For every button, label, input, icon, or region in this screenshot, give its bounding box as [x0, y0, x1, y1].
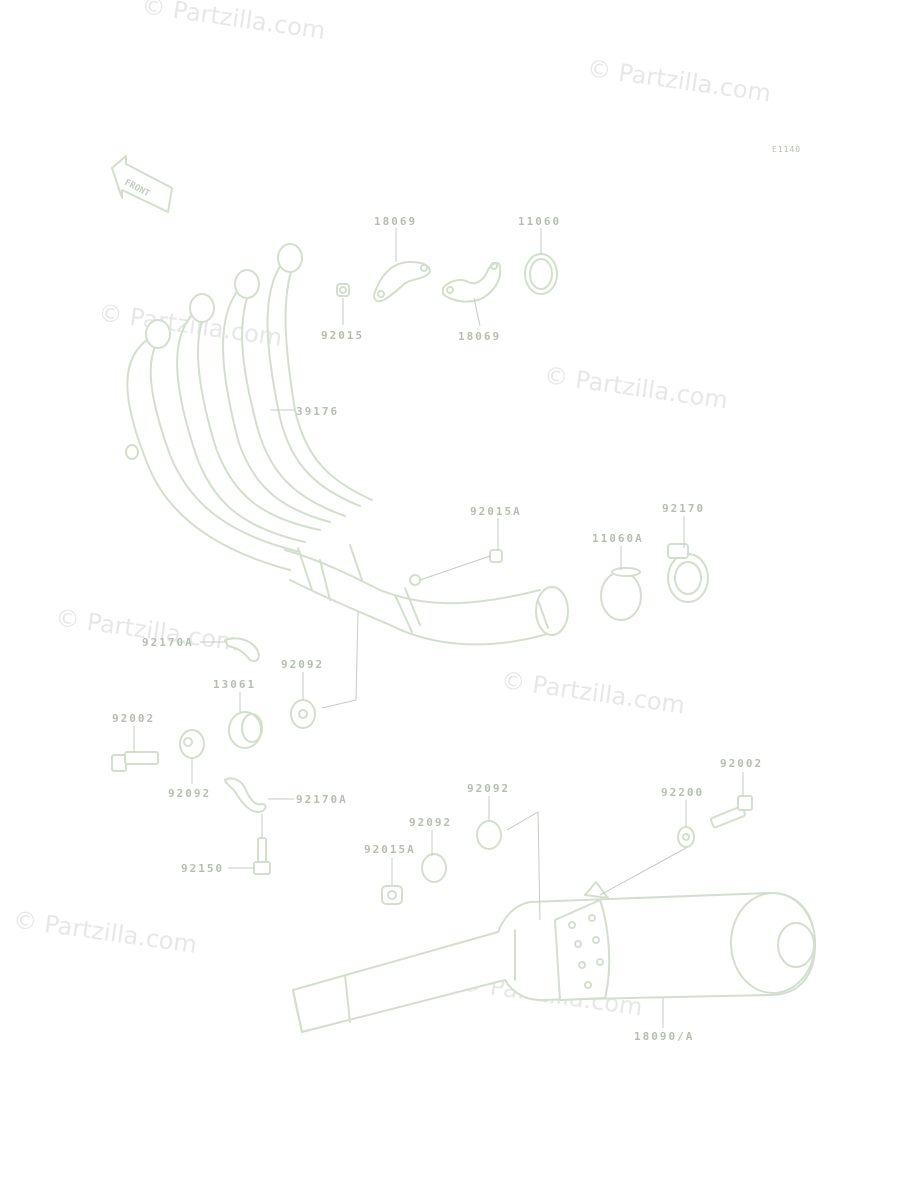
- part-label-18090a: 18090/A: [634, 1030, 694, 1043]
- part-label-39176: 39176: [296, 405, 339, 418]
- part-label-92092-lower-a: 92092: [409, 816, 452, 829]
- part-labels: 18069 11060 92015 18069 39176 92015A 921…: [112, 215, 763, 1043]
- watermark: © Partzilla.com: [585, 54, 772, 108]
- part-label-11060: 11060: [518, 215, 561, 228]
- clamp-92170: [667, 543, 709, 603]
- part-label-92015a-upper: 92015A: [470, 505, 522, 518]
- nut-92015a-lower: [381, 885, 403, 905]
- flange-bracket-18069-lower: [442, 262, 502, 303]
- damper-92092-lower-b: [476, 820, 502, 850]
- exhaust-header-pipes: [125, 243, 569, 646]
- flange-bracket-18069-upper: [373, 261, 431, 303]
- part-label-92002-right: 92002: [720, 757, 763, 770]
- part-label-18069-upper: 18069: [374, 215, 417, 228]
- part-label-92200: 92200: [661, 786, 704, 799]
- part-label-92015: 92015: [321, 329, 364, 342]
- part-label-92092-lower-b: 92092: [467, 782, 510, 795]
- watermark: © Partzilla.com: [140, 0, 327, 45]
- part-label-11060a: 11060A: [592, 532, 644, 545]
- washer-92200: [677, 826, 695, 848]
- damper-92092-left: [179, 729, 205, 759]
- nut-92015: [336, 283, 350, 297]
- muffler-18090: [292, 881, 816, 1033]
- clamp-92170a-lower: [224, 777, 267, 813]
- watermark: © Partzilla.com: [542, 361, 729, 415]
- leader-lines: [133, 228, 744, 1028]
- part-label-92015a-lower: 92015A: [364, 843, 416, 856]
- bolt-92002-right: [709, 795, 753, 829]
- watermark: © Partzilla.com: [11, 905, 198, 959]
- part-label-92170: 92170: [662, 502, 705, 515]
- watermark: © Partzilla.com: [499, 666, 686, 720]
- part-label-92092-left: 92092: [168, 787, 211, 800]
- part-label-92170a-upper: 92170A: [142, 636, 194, 649]
- part-label-92150: 92150: [181, 862, 224, 875]
- damper-92092-upper: [290, 699, 316, 729]
- front-arrow-icon: FRONT: [111, 155, 173, 213]
- spacer-13061: [228, 711, 263, 749]
- damper-92092-lower-a: [421, 853, 447, 883]
- part-label-13061: 13061: [213, 678, 256, 691]
- clamp-92170a-upper: [224, 637, 260, 662]
- bolt-92002-left: [111, 751, 159, 772]
- bolt-92150: [253, 837, 271, 875]
- part-label-92092-upper: 92092: [281, 658, 324, 671]
- diagram-ref-code: E1140: [772, 145, 801, 154]
- part-label-18069-lower: 18069: [458, 330, 501, 343]
- part-label-92002-left: 92002: [112, 712, 155, 725]
- nut-92015a-upper: [489, 549, 503, 563]
- gasket-11060a: [600, 567, 642, 621]
- part-label-92170a-lower: 92170A: [296, 793, 348, 806]
